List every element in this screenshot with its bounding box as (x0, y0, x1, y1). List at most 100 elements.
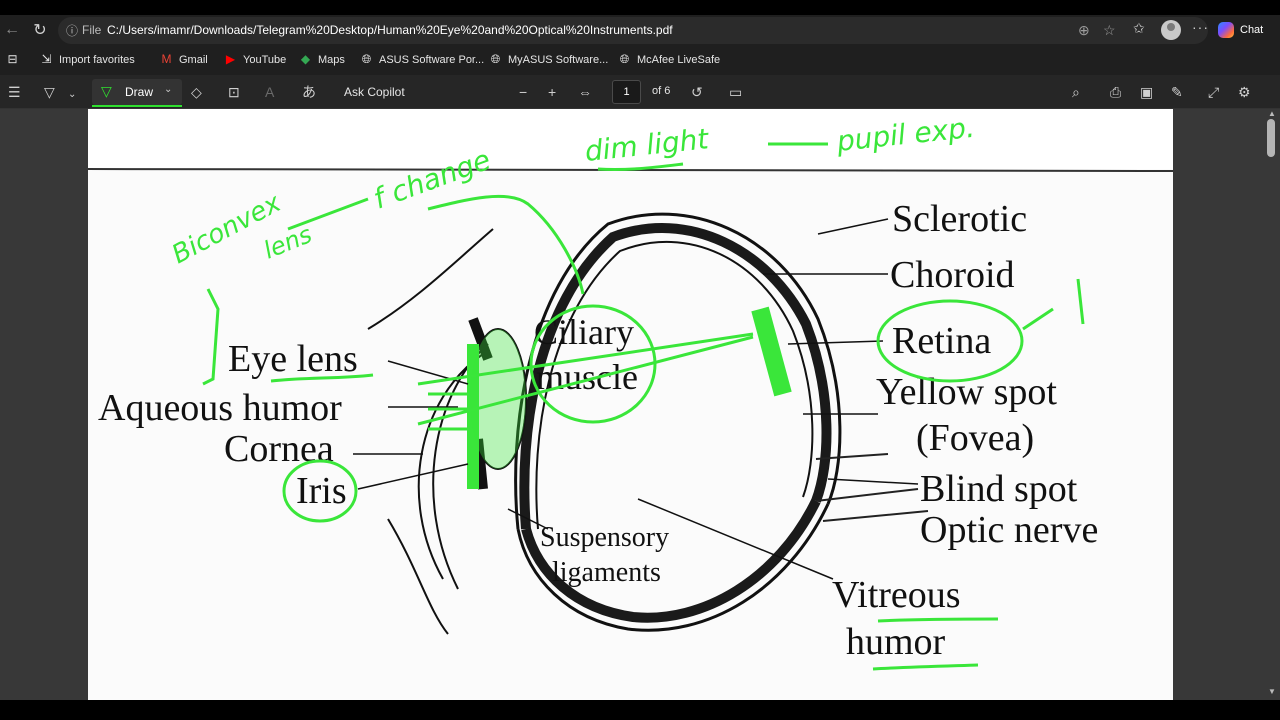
retina-layer (535, 240, 814, 530)
save-as-icon[interactable]: ✎ (1171, 84, 1183, 100)
label-ligaments: ligaments (552, 557, 661, 588)
annotation-underline-humor (872, 663, 979, 671)
address-bar[interactable]: ⓘ File C:/Users/imamr/Downloads/Telegram… (58, 17, 1208, 44)
refresh-button[interactable]: ↻ (28, 19, 52, 41)
favorite-label: Maps (318, 53, 345, 66)
draw-button[interactable]: ▽ Draw ⌄ (92, 79, 182, 105)
info-icon[interactable]: ⓘ (66, 24, 79, 38)
eye-diagram: Sclerotic Choroid Retina Yellow spot (Fo… (88, 111, 1173, 700)
label-sclerotic: Sclerotic (892, 198, 1027, 240)
pointer-suspensory (507, 508, 549, 530)
choroid-lower (521, 498, 821, 623)
maps-icon: ◆ (300, 52, 311, 66)
text-box-icon[interactable]: ⊡ (228, 84, 240, 100)
page-total: of 6 (652, 85, 671, 97)
globe-icon: 🌐︎ (490, 52, 501, 66)
annotation-bracket (202, 288, 220, 386)
label-aqueous-humor: Aqueous humor (98, 387, 342, 429)
copilot-logo-icon (1218, 22, 1234, 38)
back-button[interactable]: ← (0, 19, 24, 41)
label-optic-nerve: Optic nerve (920, 509, 1098, 551)
annotation-dim-light: dim light (583, 122, 711, 168)
copilot-chat-button[interactable]: Chat (1218, 18, 1263, 42)
favorite-label: MyASUS Software... (508, 53, 609, 66)
annotation-pupil-exp: pupil exp. (834, 111, 976, 158)
text-format-icon: A (265, 84, 275, 100)
settings-gear-icon[interactable]: ⚙ (1238, 84, 1251, 100)
label-vitreous: Vitreous (832, 574, 961, 616)
contents-list-icon[interactable]: ☰ (8, 84, 21, 100)
search-icon[interactable]: ⌕ (1072, 84, 1080, 100)
label-suspensory: Suspensory (540, 522, 669, 553)
favorites-list-icon[interactable]: ✩ (1133, 20, 1145, 36)
favorite-myasus-software[interactable]: 🌐︎ MyASUS Software... (489, 52, 609, 66)
scroll-up-arrow-icon[interactable]: ▲ (1268, 109, 1276, 118)
page-view-icon[interactable]: ▭ (729, 84, 743, 100)
favorite-star-icon[interactable]: ☆ (1103, 22, 1116, 38)
more-options-icon[interactable]: ··· (1192, 19, 1209, 35)
lens-green-fill (470, 329, 526, 469)
favorite-mcafee[interactable]: 🌐︎ McAfee LiveSafe (618, 53, 720, 66)
scan-background (88, 169, 1173, 700)
label-humor: humor (846, 621, 946, 663)
retina-highlight (751, 306, 792, 397)
label-iris: Iris (296, 470, 347, 512)
favorite-gmail[interactable]: M Gmail (160, 53, 208, 66)
label-blind-spot: Blind spot (920, 468, 1078, 510)
eraser-icon[interactable]: ◇ (191, 84, 202, 100)
pointer-vitreous (637, 498, 834, 580)
label-cornea: Cornea (224, 428, 334, 470)
annotation-circle-iris (282, 459, 358, 523)
letterbox-bottom (0, 700, 1280, 720)
gmail-icon: M (161, 52, 172, 66)
save-icon[interactable]: ▣ (1140, 84, 1154, 100)
zoom-icon[interactable]: ⊕ (1078, 22, 1090, 38)
pdf-toolbar: ☰ ▽ ⌄ ▽ Draw ⌄ ◇ ⊡ A あ Ask Copilot − + ⇔… (0, 75, 1280, 109)
highlight-chevron-down-icon[interactable]: ⌄ (68, 89, 77, 100)
label-choroid: Choroid (890, 254, 1015, 296)
favorite-import[interactable]: ⇲ Import favorites (40, 53, 134, 66)
ask-copilot-button[interactable]: Ask Copilot (344, 85, 405, 99)
annotation-retina-arrow (1022, 278, 1085, 331)
favorite-maps[interactable]: ◆ Maps (299, 53, 345, 66)
favorite-label: Gmail (179, 53, 208, 66)
pdf-page[interactable]: Sclerotic Choroid Retina Yellow spot (Fo… (88, 109, 1173, 700)
page-number-input[interactable] (612, 80, 641, 104)
scrollbar-thumb[interactable] (1267, 119, 1275, 157)
optic-nerve-lines (815, 453, 929, 522)
profile-avatar[interactable] (1161, 20, 1181, 40)
annotation-underline-vitreous (877, 617, 999, 623)
tab-actions-icon[interactable]: ⊟ (7, 52, 18, 66)
print-icon[interactable]: ⎙ (1110, 84, 1122, 100)
draw-chevron-down-icon[interactable]: ⌄ (164, 84, 173, 95)
favorite-label: YouTube (243, 53, 287, 66)
favorite-asus-software-portal[interactable]: 🌐︎ ASUS Software Por... (360, 53, 484, 66)
label-retina: Retina (892, 320, 991, 362)
draw-label: Draw (125, 85, 154, 99)
sclera-lower (516, 503, 830, 632)
annotation-ray-lines (417, 332, 754, 431)
pointer-retina (787, 340, 884, 345)
vertical-scrollbar[interactable]: ▲ ▼ (1264, 109, 1280, 700)
letterbox-top (0, 0, 1280, 15)
browser-titlebar: ← ↻ ⓘ File C:/Users/imamr/Downloads/Tele… (0, 15, 1280, 46)
favorite-label: McAfee LiveSafe (637, 53, 721, 66)
pointer-eye-lens (387, 360, 469, 385)
favorite-youtube[interactable]: ▶ YouTube (224, 53, 286, 66)
scroll-down-arrow-icon[interactable]: ▼ (1268, 687, 1276, 696)
globe-icon: 🌐︎ (619, 52, 630, 66)
address-url[interactable]: C:/Users/imamr/Downloads/Telegram%20Desk… (107, 23, 673, 37)
zoom-in-icon[interactable]: + (548, 84, 557, 100)
fit-width-icon[interactable]: ⇔ (578, 84, 592, 100)
annotation-arrows (287, 194, 585, 295)
fullscreen-icon[interactable]: ⤢ (1208, 84, 1220, 100)
highlight-icon[interactable]: ▽ (44, 84, 55, 100)
label-fovea: (Fovea) (916, 417, 1034, 459)
label-yellow-spot: Yellow spot (876, 371, 1057, 413)
zoom-out-icon[interactable]: − (519, 84, 528, 100)
favorite-label: ASUS Software Por... (379, 53, 485, 66)
read-aloud-icon[interactable]: あ (302, 84, 316, 100)
label-eye-lens: Eye lens (228, 338, 358, 380)
pointer-iris (357, 463, 469, 490)
rotate-icon[interactable]: ↺ (691, 84, 703, 100)
